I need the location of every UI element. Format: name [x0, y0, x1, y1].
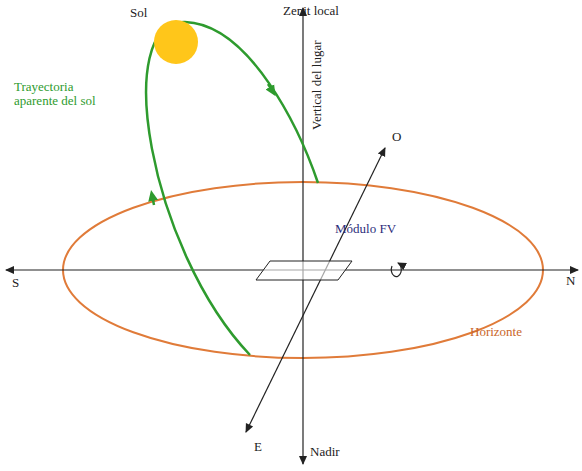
south-label: S: [12, 276, 19, 290]
east-label: E: [254, 440, 262, 454]
rotation-symbol: [391, 263, 401, 277]
west-label: O: [392, 130, 401, 144]
north-label: N: [566, 274, 575, 288]
vertical-axis: [302, 8, 303, 464]
trajectory-arrow: [268, 84, 273, 92]
vertical-label: Vertical del lugar: [310, 40, 324, 130]
zenith-label: Zenit local: [283, 4, 339, 18]
nadir-label: Nadir: [310, 445, 340, 459]
east-west-axis: [246, 148, 385, 432]
trajectory-arrow: [152, 195, 154, 205]
sun-label: Sol: [130, 6, 147, 20]
pv-module-label: Módulo FV: [335, 222, 396, 236]
trajectory-label: Trayectoria aparente del sol: [14, 80, 114, 109]
horizon-label: Horizonte: [470, 325, 522, 339]
pv-module: [256, 261, 352, 280]
sun-trajectory: [146, 22, 318, 355]
sun-disc: [154, 20, 198, 64]
